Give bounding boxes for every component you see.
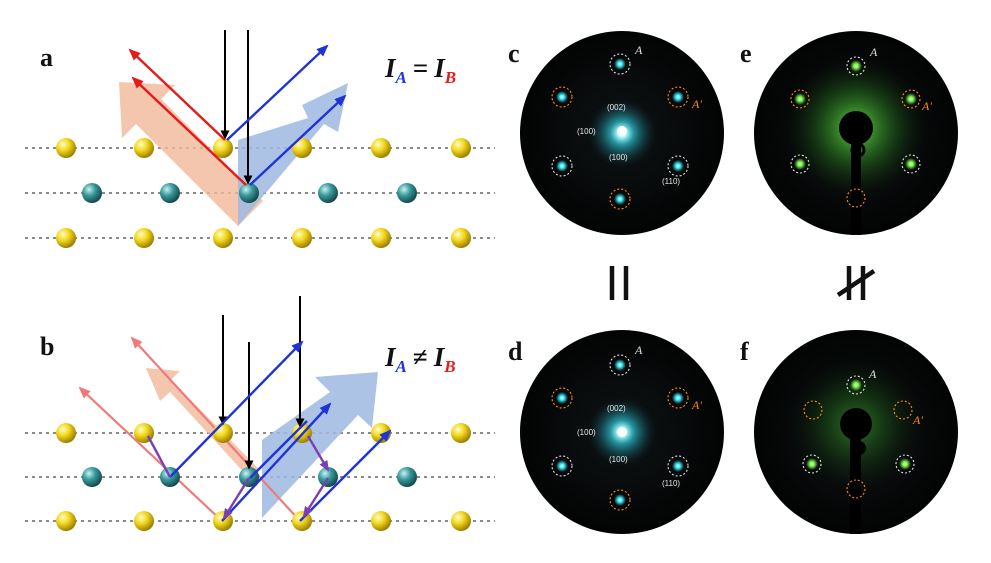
miller-label-left-c: (100) (577, 127, 596, 136)
lattice-lines-b (25, 432, 495, 522)
intensity-equation-b: IA≠IB (384, 342, 456, 376)
spot-markers-d (551, 354, 689, 511)
panel-letter-f: f (740, 337, 749, 366)
leed-spots-c (556, 58, 684, 205)
reflected-beams-B-a (226, 44, 347, 186)
spot-label-A-prime-c: A' (691, 97, 702, 111)
reflected-beams-B-b (169, 340, 392, 522)
spot-label-A-e: A (869, 45, 878, 59)
wide-arrow-b-reflection-b (262, 372, 378, 518)
wide-arrow-a-reflection-b (146, 368, 258, 478)
wide-arrow-a-reflection-a (119, 82, 263, 226)
spot-label-A-prime-d: A' (691, 398, 702, 412)
miller-label-top-c: (002) (607, 103, 626, 112)
spot-markers-c (551, 53, 689, 210)
panel-letter-d: d (508, 337, 523, 366)
atom-row-bottom-a (56, 228, 471, 248)
leed-spots-d (556, 359, 684, 506)
miller-label-top-d: (002) (607, 404, 626, 413)
miller-label-right-d: (110) (662, 479, 680, 488)
intensity-equation-a: IA=IB (384, 53, 456, 87)
incident-beams-a (220, 30, 253, 185)
leed-spots-f (806, 379, 911, 470)
spot-markers-f (802, 375, 915, 499)
equal-symbol-cd (609, 266, 629, 300)
reflected-beams-A-a (128, 48, 247, 186)
atom-row-top-b (56, 423, 471, 443)
panel-c: A A' (002) (100) (100) (110) c (508, 31, 724, 235)
incident-beams-b (218, 296, 305, 470)
panel-letter-c: c (508, 39, 520, 68)
leed-spots-e (794, 60, 917, 170)
atom-row-middle-a (82, 183, 417, 203)
miller-label-bottom-d: (100) (609, 455, 628, 464)
panel-b: b IA≠IB (25, 296, 495, 531)
electron-gun-shadow-f (840, 408, 872, 534)
spot-label-A-d: A (634, 343, 643, 357)
panel-e: A A' e (740, 31, 958, 235)
miller-label-left-d: (100) (577, 428, 596, 437)
lattice-lines-a (25, 147, 495, 239)
spot-label-A-prime-f: A' (912, 413, 923, 427)
spot-markers-e (790, 56, 921, 208)
panel-letter-a: a (40, 43, 53, 72)
miller-label-right-c: (110) (662, 177, 680, 186)
spot-label-A-prime-e: A' (921, 99, 932, 113)
panel-a: a IA=IB (25, 30, 495, 248)
atom-row-bottom-b (56, 511, 471, 531)
panel-letter-b: b (40, 332, 54, 361)
panel-f: A A' f (740, 330, 958, 534)
miller-label-bottom-c: (100) (609, 153, 628, 162)
panel-d: A A' (002) (100) (100) (110) d (508, 330, 724, 534)
panel-letter-e: e (740, 39, 752, 68)
electron-gun-shadow-e (839, 111, 873, 235)
wide-arrow-b-reflection-a (238, 83, 348, 226)
interlayer-beams-b (146, 435, 330, 520)
not-equal-symbol-ef (836, 266, 876, 300)
spot-label-A-c: A (634, 43, 643, 57)
atom-row-top-a (56, 138, 471, 158)
spot-label-A-f: A (868, 367, 877, 381)
